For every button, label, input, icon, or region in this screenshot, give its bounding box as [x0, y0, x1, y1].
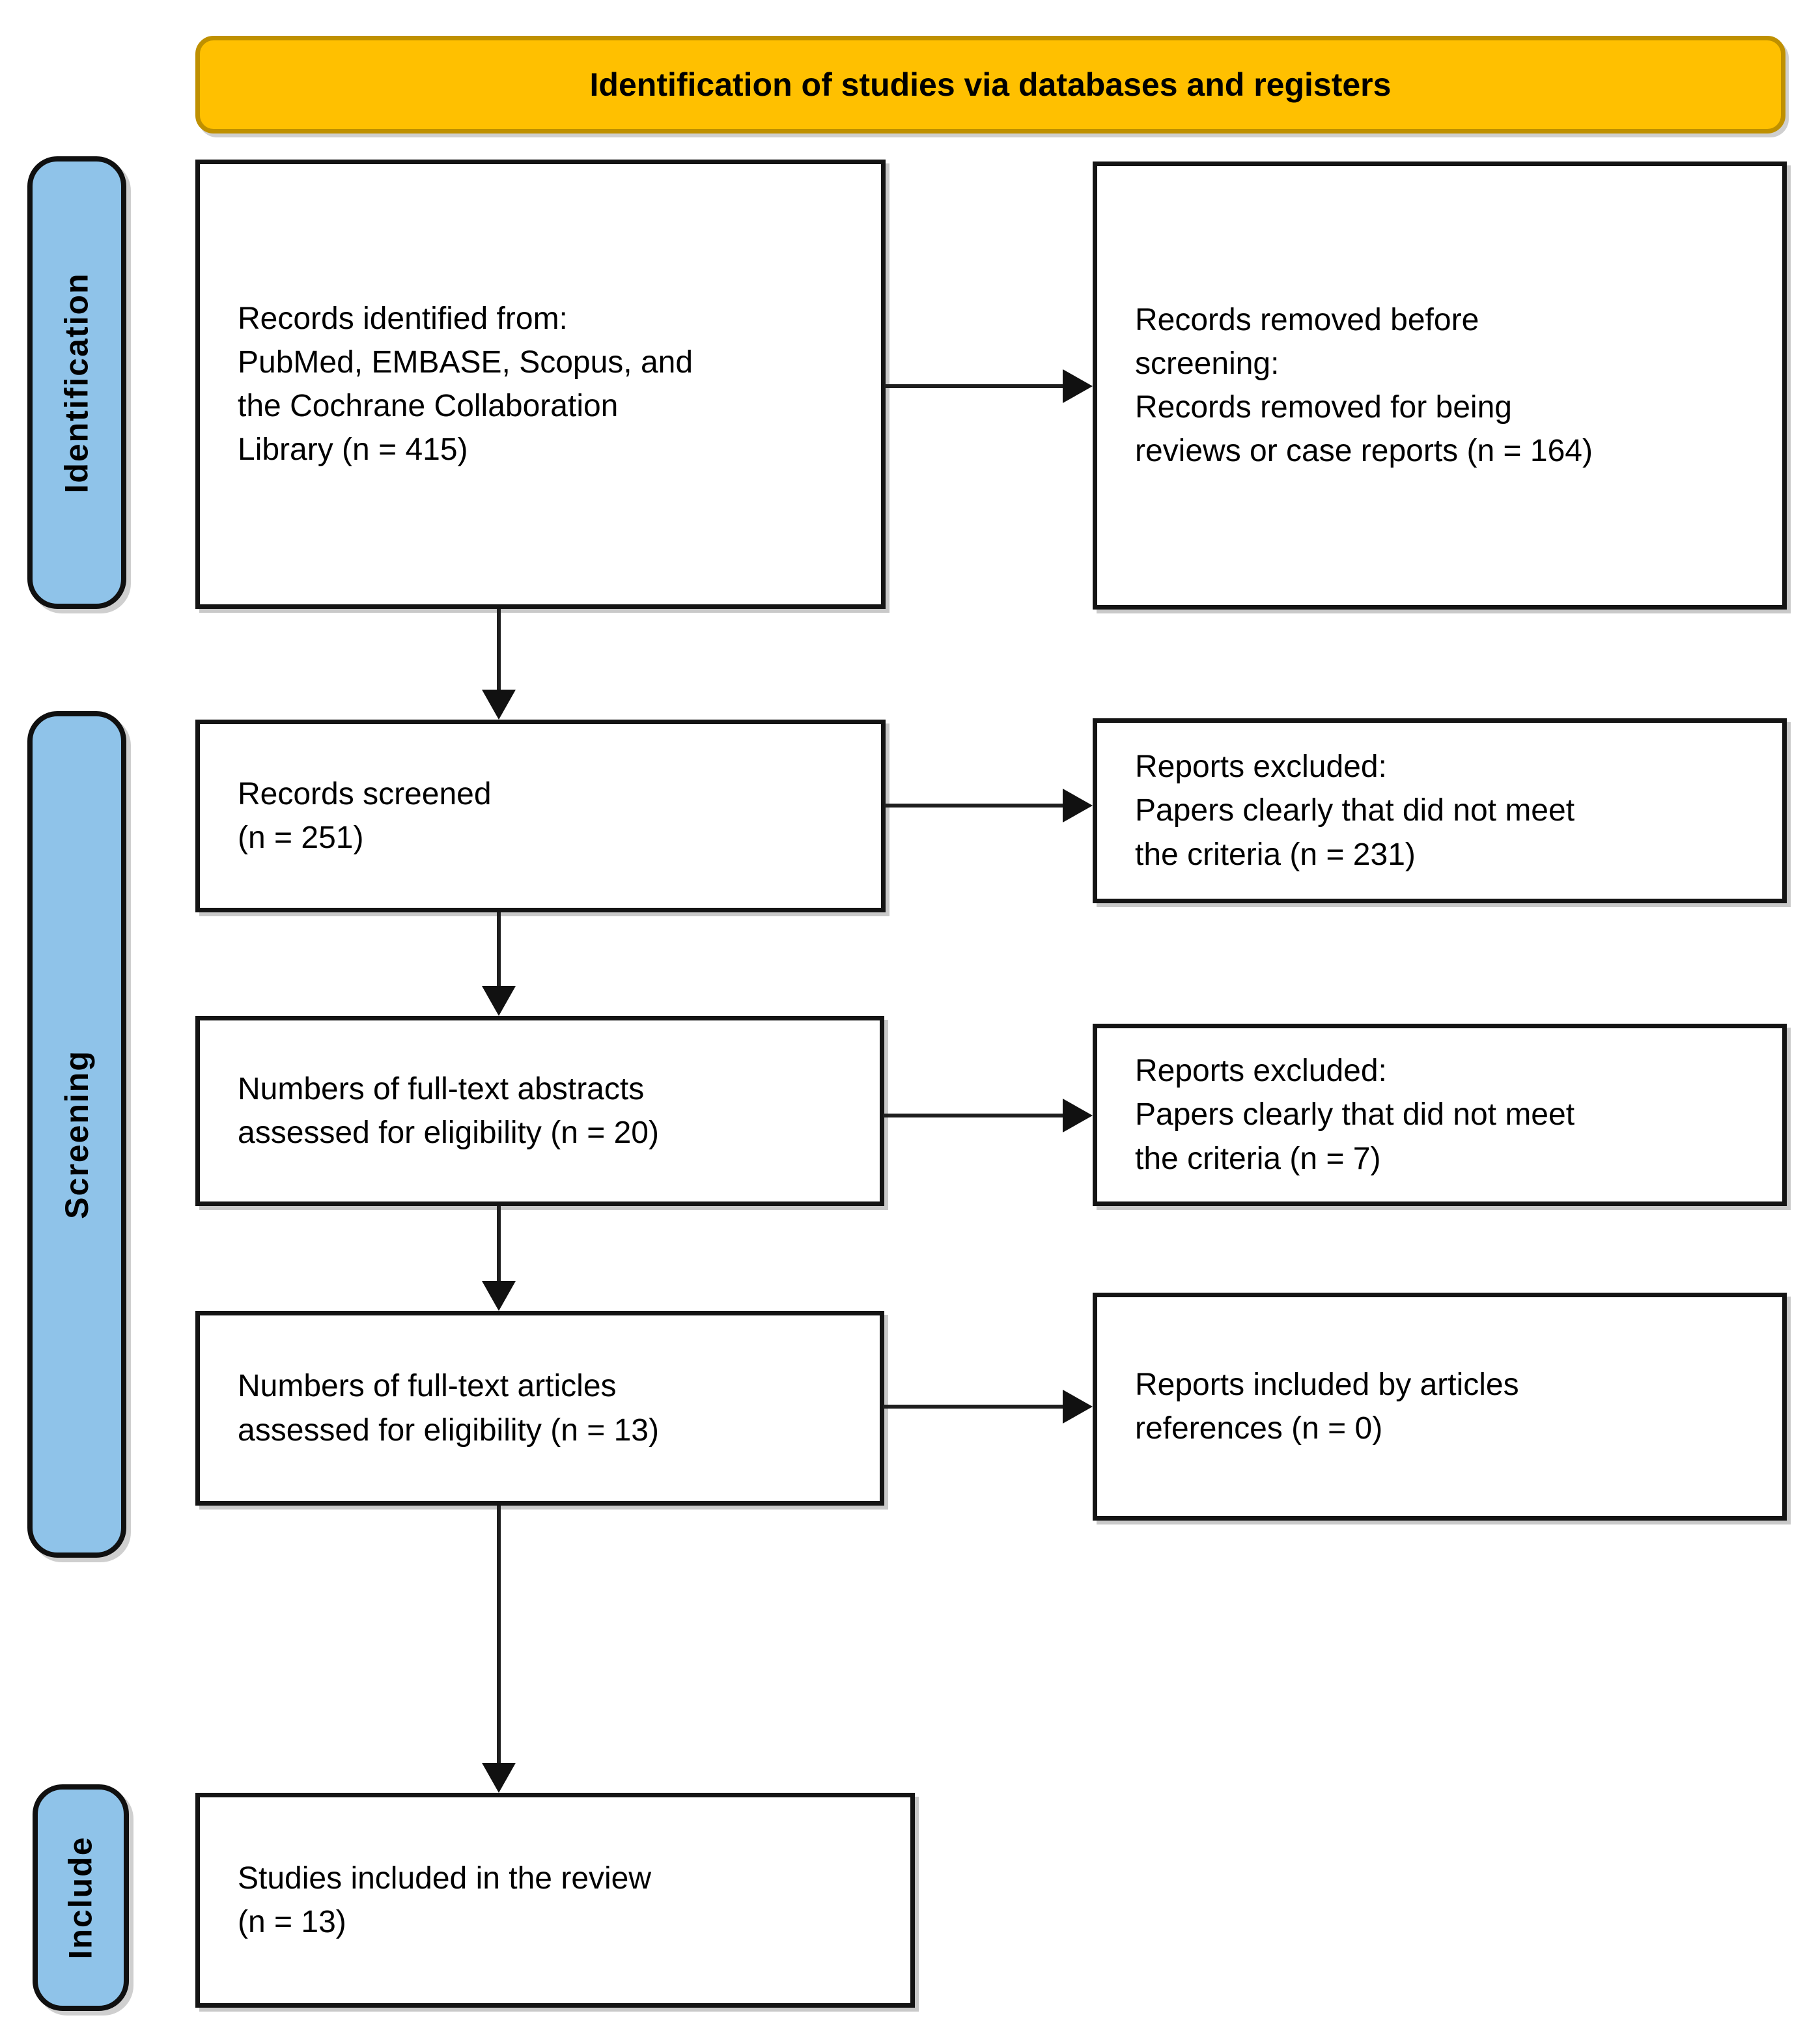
arrow-identified-to-removed-head-icon: [1063, 369, 1093, 403]
box-reports-excluded-abstracts-text: Reports excluded: Papers clearly that di…: [1135, 1054, 1575, 1176]
arrow-articles-to-included-refs-head-icon: [1063, 1390, 1093, 1424]
arrow-abstracts-to-excluded-head-icon: [1063, 1099, 1093, 1132]
box-records-removed: Records removed before screening: Record…: [1093, 162, 1787, 610]
stage-label-identification: Identification: [27, 156, 126, 609]
arrow-screened-to-abstracts-head-icon: [482, 986, 516, 1016]
box-reports-excluded-abstracts: Reports excluded: Papers clearly that di…: [1093, 1024, 1787, 1206]
box-reports-excluded-screening: Reports excluded: Papers clearly that di…: [1093, 718, 1787, 903]
arrow-abstracts-to-excluded-line: [883, 1114, 1065, 1117]
arrow-articles-to-studies-line: [497, 1506, 501, 1764]
box-reports-included-references: Reports included by articles references …: [1093, 1293, 1787, 1521]
arrow-identified-to-screened-line: [497, 609, 501, 691]
box-records-screened: Records screened (n = 251): [195, 720, 886, 912]
box-studies-included: Studies included in the review (n = 13): [195, 1793, 915, 2008]
box-reports-excluded-screening-text: Reports excluded: Papers clearly that di…: [1135, 750, 1575, 872]
box-reports-included-references-text: Reports included by articles references …: [1135, 1367, 1519, 1446]
arrow-identified-to-removed-line: [884, 384, 1065, 388]
stage-label-identification-text: Identification: [59, 272, 96, 494]
arrow-identified-to-screened-head-icon: [482, 690, 516, 720]
arrow-articles-to-studies-head-icon: [482, 1763, 516, 1793]
box-abstracts-assessed: Numbers of full-text abstracts assessed …: [195, 1016, 884, 1206]
header-title: Identification of studies via databases …: [589, 66, 1392, 103]
box-records-removed-text: Records removed before screening: Record…: [1135, 302, 1593, 469]
arrow-abstracts-to-articles-head-icon: [482, 1281, 516, 1311]
stage-label-include-text: Include: [63, 1836, 99, 1960]
stage-label-screening-text: Screening: [59, 1050, 95, 1219]
box-articles-assessed: Numbers of full-text articles assessed f…: [195, 1311, 884, 1506]
stage-label-include: Include: [33, 1784, 129, 2011]
stage-label-screening: Screening: [27, 711, 126, 1558]
box-records-identified: Records identified from: PubMed, EMBASE,…: [195, 160, 886, 609]
box-abstracts-assessed-text: Numbers of full-text abstracts assessed …: [238, 1071, 659, 1150]
box-articles-assessed-text: Numbers of full-text articles assessed f…: [238, 1369, 659, 1448]
arrow-articles-to-included-refs-line: [883, 1405, 1065, 1409]
arrow-screened-to-excluded-line: [884, 804, 1065, 808]
arrow-screened-to-abstracts-line: [497, 912, 501, 987]
arrow-abstracts-to-articles-line: [497, 1206, 501, 1282]
box-studies-included-text: Studies included in the review (n = 13): [238, 1861, 652, 1939]
arrow-screened-to-excluded-head-icon: [1063, 789, 1093, 822]
box-records-screened-text: Records screened (n = 251): [238, 776, 492, 855]
header-banner: Identification of studies via databases …: [195, 36, 1785, 133]
box-records-identified-text: Records identified from: PubMed, EMBASE,…: [238, 301, 693, 468]
